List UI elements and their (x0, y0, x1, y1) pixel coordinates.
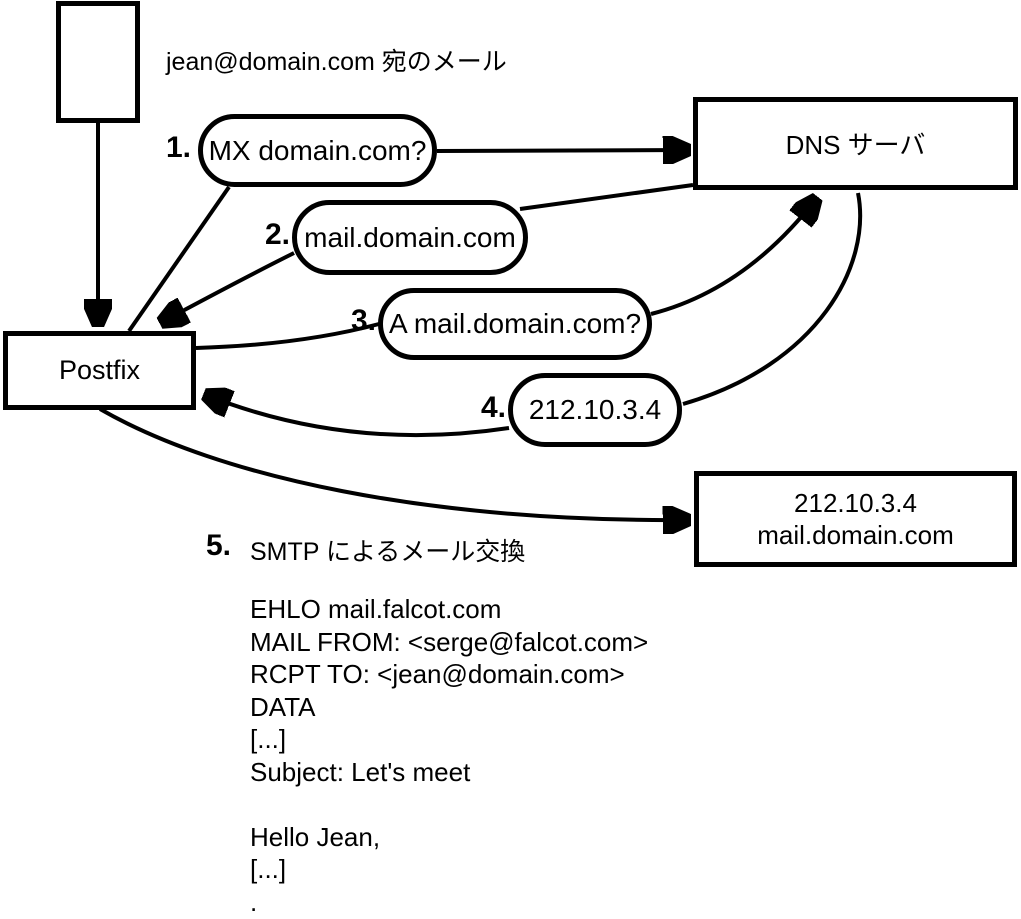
message-box (56, 1, 140, 123)
smtp-line: [...] (250, 724, 287, 754)
step-2-number: 2. (265, 218, 291, 251)
line-postfix-to-a-query-pill (195, 322, 380, 350)
postfix-label: Postfix (58, 355, 141, 385)
arrow-mx-query-pill-to-dns (436, 150, 688, 151)
smtp-line: RCPT TO: <jean@domain.com> (250, 659, 625, 689)
step-3-number: 3. (351, 304, 377, 337)
step-3-label: A mail.domain.com? (388, 308, 642, 339)
step-1-number: 1. (166, 131, 192, 164)
smtp-line: . (250, 886, 258, 917)
step-4-number: 4. (481, 391, 507, 424)
smtp-line: MAIL FROM: <serge@falcot.com> (250, 626, 649, 657)
postfix-box: Postfix (3, 331, 196, 410)
smtp-line (250, 788, 648, 821)
smtp-line: DATA (250, 691, 316, 722)
arrow-mx-answer-pill-to-postfix (162, 251, 295, 322)
mail-server-host-label: mail.domain.com (757, 520, 954, 550)
step-5-number: 5. (206, 529, 232, 562)
line-dns-to-a-answer-pill (682, 192, 863, 406)
mail-note-label: jean@domain.com 宛のメール (166, 48, 507, 76)
line-dns-to-mx-answer-pill (519, 183, 694, 211)
step-3-a-query-pill: A mail.domain.com? (378, 288, 652, 360)
step-2-mx-answer-pill: mail.domain.com (292, 200, 528, 275)
arrow-postfix-to-mail-server (99, 407, 688, 520)
smtp-session-block: EHLO mail.falcot.com MAIL FROM: <serge@f… (250, 593, 648, 918)
step-2-label: mail.domain.com (304, 221, 516, 253)
mail-server-box: 212.10.3.4 mail.domain.com (694, 471, 1017, 567)
mail-server-ip-label: 212.10.3.4 (794, 488, 917, 518)
step-5-label: SMTP によるメール交換 (250, 538, 526, 566)
arrow-a-answer-pill-to-postfix (206, 395, 510, 438)
smtp-line: Subject: Let's meet (250, 756, 471, 787)
step-1-mx-query-pill: MX domain.com? (198, 114, 437, 187)
line-postfix-to-mx-query-pill (127, 185, 231, 333)
step-4-a-answer-pill: 212.10.3.4 (508, 373, 682, 447)
arrow-a-query-pill-to-dns (650, 199, 816, 316)
smtp-line: EHLO mail.falcot.com (250, 594, 502, 624)
smtp-line: Hello Jean, (250, 821, 381, 852)
smtp-line: [...] (250, 854, 287, 884)
dns-server-box: DNS サーバ (693, 97, 1018, 190)
dns-server-label: DNS サーバ (785, 130, 926, 160)
step-1-label: MX domain.com? (208, 134, 427, 166)
step-4-label: 212.10.3.4 (528, 394, 662, 425)
